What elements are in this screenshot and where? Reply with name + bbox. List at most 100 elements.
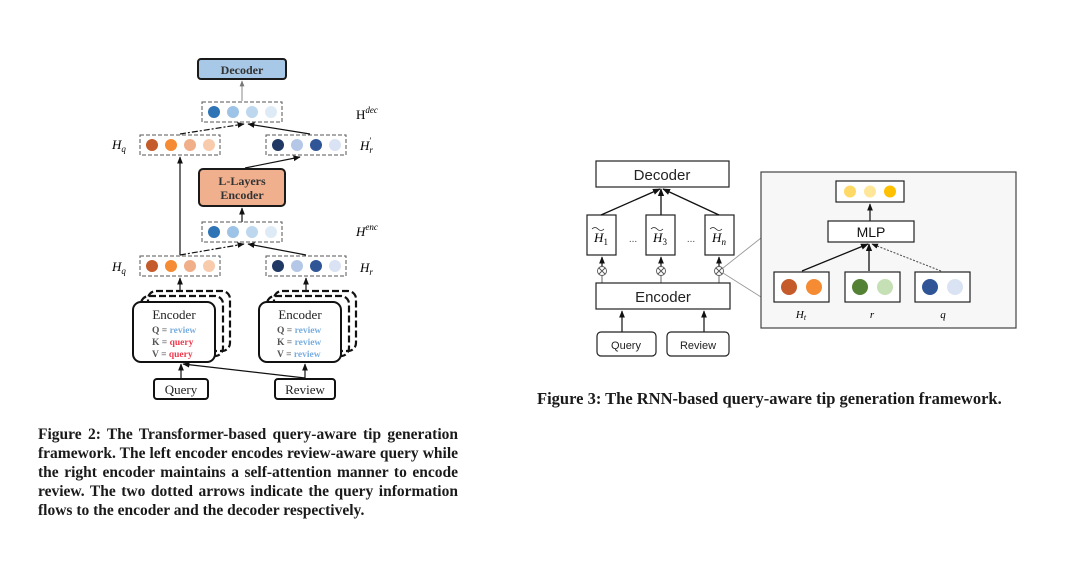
f3-arrow-h1-to-decoder [600, 188, 661, 216]
input-unit-dot [877, 279, 893, 295]
svg-text:Review: Review [680, 340, 716, 352]
f2-arrow-review-to-left-encoder [182, 361, 306, 379]
f3-label-ht: Ht [795, 309, 807, 322]
hidden-unit-dot [310, 139, 322, 151]
figure-3: Decoder H1 ... H3 ... Hn [586, 160, 1017, 357]
f3-label-q: q [940, 309, 946, 321]
f2-decoder-label: Decoder [221, 63, 264, 77]
f3-attention-detail-panel: MLP Ht r q [760, 171, 1017, 329]
f3-decoder-box: Decoder [595, 160, 730, 188]
f2-henc-vector [201, 221, 283, 243]
hidden-unit-dot [208, 106, 220, 118]
f3-zoom-line-bottom [722, 272, 762, 298]
hidden-unit-dot [165, 139, 177, 151]
f3-query-box: Query [596, 331, 657, 357]
f2-label-hr-prime: Hr′ [359, 136, 373, 155]
figure-3-caption: Figure 3: The RNN-based query-aware tip … [537, 389, 1002, 408]
input-unit-dot [852, 279, 868, 295]
f3-hidden-states: H1 ... H3 ... Hn [586, 214, 735, 256]
f2-hr-vector [265, 255, 347, 277]
f2-label-hq-top: Hq [111, 137, 126, 154]
f3-ellipsis-1: ... [629, 234, 637, 245]
hidden-unit-dot [291, 260, 303, 272]
f3-output-vector [835, 180, 905, 203]
otimes-icon [714, 266, 724, 276]
f2-right-row-q: Q = review [277, 326, 321, 336]
f2-right-row-v: V = review [277, 350, 321, 360]
f2-left-encoder: Encoder Q = review K = query V = query [132, 289, 232, 363]
hidden-unit-dot [272, 260, 284, 272]
f2-left-row-v: V = query [152, 350, 193, 360]
svg-text:MLP: MLP [857, 224, 886, 240]
f2-right-encoder: Encoder Q = review K = review V = review [258, 289, 358, 363]
hidden-unit-dot [329, 260, 341, 272]
hidden-unit-dot [184, 139, 196, 151]
f3-arrow-hn-to-decoder [662, 188, 720, 216]
hidden-unit-dot [265, 106, 277, 118]
hidden-unit-dot [291, 139, 303, 151]
f3-label-r: r [870, 309, 875, 321]
hidden-unit-dot [329, 139, 341, 151]
f2-dotted-arrow-hq-to-enc [179, 242, 245, 256]
f2-left-row-q: Q = review [152, 326, 196, 336]
f3-zoom-line-top [722, 237, 762, 269]
input-unit-dot [947, 279, 963, 295]
f3-attention-ops [597, 256, 724, 283]
f2-hq-top-vector [139, 134, 221, 156]
f3-review-box: Review [666, 331, 730, 357]
hidden-unit-dot [272, 139, 284, 151]
f3-input-ht: Ht [773, 271, 830, 322]
svg-text:Encoder: Encoder [635, 289, 691, 306]
hidden-unit-dot [146, 139, 158, 151]
svg-text:Hn: Hn [711, 230, 726, 247]
hidden-unit-dot [146, 260, 158, 272]
f2-right-row-k: K = review [277, 338, 321, 348]
svg-text:Review: Review [285, 382, 325, 397]
f3-input-r: r [844, 271, 901, 321]
svg-text:Encoder: Encoder [152, 307, 196, 322]
hidden-unit-dot [208, 226, 220, 238]
f2-review-box: Review [274, 378, 336, 400]
f2-dotted-arrow-hq-to-dec [179, 122, 245, 135]
f3-hidden-state-3: H3 [645, 214, 676, 256]
f2-label-hr: Hr [359, 260, 373, 277]
f2-l-layers-encoder: L-Layers Encoder [198, 168, 286, 207]
f2-hdec-vector [201, 101, 283, 123]
f2-query-box: Query [153, 378, 209, 400]
f3-ellipsis-2: ... [687, 234, 695, 245]
hidden-unit-dot [227, 226, 239, 238]
output-unit-dot [864, 185, 876, 198]
hidden-unit-dot [227, 106, 239, 118]
hidden-unit-dot [165, 260, 177, 272]
input-unit-dot [781, 279, 797, 295]
input-unit-dot [922, 279, 938, 295]
f2-decoder-box: Decoder [197, 58, 287, 80]
otimes-icon [656, 266, 666, 276]
svg-text:Query: Query [165, 382, 198, 397]
figure-2: Decoder Hdec Hq Hr′ L-Layers Encoder [111, 58, 378, 400]
f2-hq-bottom-vector [139, 255, 221, 277]
hidden-unit-dot [203, 260, 215, 272]
output-unit-dot [884, 185, 896, 198]
f3-mlp-box: MLP [827, 220, 915, 243]
hidden-unit-dot [203, 139, 215, 151]
f2-hr-prime-vector [265, 134, 347, 156]
svg-text:L-Layers: L-Layers [218, 174, 266, 188]
svg-text:H3: H3 [652, 230, 667, 247]
svg-text:Query: Query [611, 340, 641, 352]
svg-text:Encoder: Encoder [220, 188, 264, 202]
hidden-unit-dot [246, 226, 258, 238]
f3-input-q: q [914, 271, 971, 321]
f3-hidden-state-1: H1 [586, 214, 617, 256]
svg-text:Encoder: Encoder [278, 307, 322, 322]
hidden-unit-dot [184, 260, 196, 272]
figure-2-caption: Figure 2: The Transformer-based query-aw… [38, 426, 458, 519]
f3-dotted-arrow-q-to-mlp [871, 243, 942, 272]
f3-hidden-state-n: Hn [704, 214, 735, 256]
otimes-icon [597, 266, 607, 276]
f2-arrow-encoder-to-hr-prime [244, 155, 301, 169]
input-unit-dot [806, 279, 822, 295]
svg-text:H1: H1 [593, 230, 608, 247]
f2-label-henc: Henc [355, 222, 378, 239]
